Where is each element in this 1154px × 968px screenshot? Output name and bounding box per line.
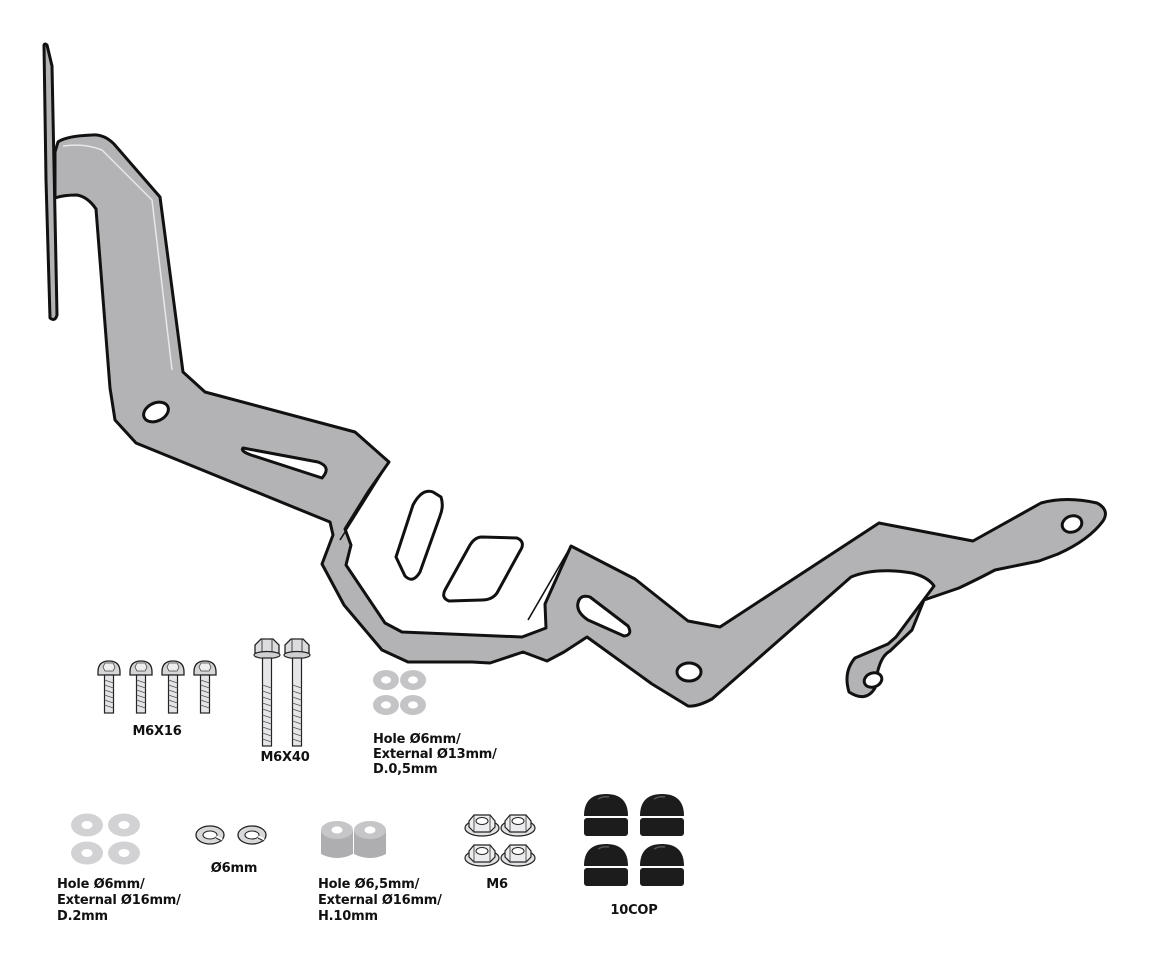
bracket-hole — [1060, 514, 1084, 534]
washer-13-line3: D.0,5mm — [373, 762, 437, 777]
spacer-icon — [354, 821, 386, 858]
nut-icon — [464, 844, 500, 867]
screw-m6x16-label: M6X16 — [132, 724, 181, 739]
screw-icon — [97, 660, 121, 714]
washer-16-line3: D.2mm — [57, 909, 108, 924]
spacer-line3: H.10mm — [318, 909, 378, 924]
bolt-icon — [283, 638, 311, 747]
washer-13-line2: External Ø13mm/ — [373, 747, 497, 762]
nut-m6-group: M6 — [464, 814, 536, 892]
spacer-line1: Hole Ø6,5mm/ — [318, 877, 420, 892]
washer-13-line1: Hole Ø6mm/ — [373, 732, 461, 747]
nut-icon — [500, 844, 536, 867]
screw-m6x16-group: M6X16 — [97, 660, 217, 739]
bolt-m6x40-label: M6X40 — [260, 750, 309, 765]
split-washer-icon — [194, 824, 226, 846]
washer-icon — [108, 841, 140, 865]
bolt-m6x40-group: M6X40 — [253, 638, 311, 765]
cap-icon — [583, 793, 629, 837]
washer-icon — [373, 695, 399, 715]
split-washer-label: Ø6mm — [211, 861, 257, 876]
washer-16-group: Hole Ø6mm/ External Ø16mm/ D.2mm — [57, 813, 181, 924]
screw-icon — [161, 660, 185, 714]
nut-icon — [464, 814, 500, 837]
split-washer-icon — [236, 824, 268, 846]
bracket-hole — [675, 661, 703, 683]
cap-icon — [639, 793, 685, 837]
washer-icon — [71, 841, 103, 865]
nut-icon — [500, 814, 536, 837]
washer-13-group: Hole Ø6mm/ External Ø13mm/ D.0,5mm — [373, 670, 497, 777]
bracket-hole — [142, 400, 170, 424]
bracket-hole — [862, 671, 884, 689]
bracket-window — [394, 489, 444, 581]
washer-icon — [400, 695, 426, 715]
split-washer-group: Ø6mm — [194, 824, 268, 876]
spacer-icon — [321, 821, 353, 858]
washer-icon — [71, 813, 103, 837]
washer-16-line1: Hole Ø6mm/ — [57, 877, 145, 892]
bracket-slot — [576, 594, 632, 638]
screw-icon — [193, 660, 217, 714]
screw-icon — [129, 660, 153, 714]
bracket-body — [53, 133, 1107, 708]
cap-label: 10COP — [610, 903, 657, 918]
bolt-icon — [253, 638, 281, 747]
washer-icon — [373, 670, 399, 690]
cap-icon — [583, 843, 629, 887]
washer-icon — [108, 813, 140, 837]
nut-m6-label: M6 — [486, 877, 508, 892]
washer-16-line2: External Ø16mm/ — [57, 893, 181, 908]
cap-group: 10COP — [583, 793, 685, 918]
spacer-line2: External Ø16mm/ — [318, 893, 442, 908]
bracket-vertical-tab — [42, 42, 59, 321]
spacer-group: Hole Ø6,5mm/ External Ø16mm/ H.10mm — [318, 821, 442, 924]
mounting-bracket — [42, 42, 1107, 708]
cap-icon — [639, 843, 685, 887]
bracket-window — [442, 535, 524, 603]
bracket-slot — [240, 446, 328, 480]
washer-icon — [400, 670, 426, 690]
